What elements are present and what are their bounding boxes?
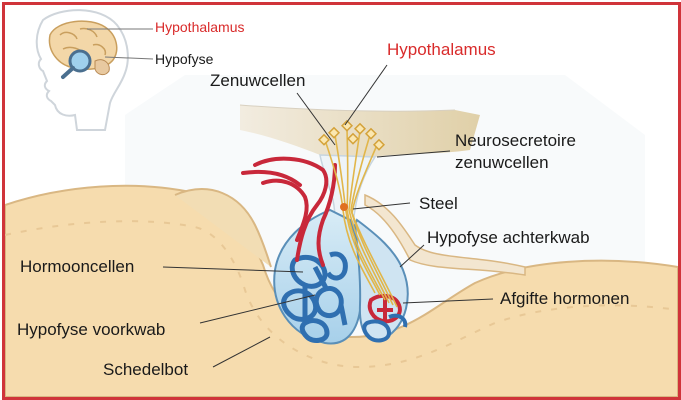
anterior-vessels xyxy=(281,251,348,343)
label-hypofyse-voorkwab: Hypofyse voorkwab xyxy=(17,320,166,339)
inset-hypofyse-label: Hypofyse xyxy=(155,51,214,67)
label-neurosecretoire-1: Neurosecretoire xyxy=(455,131,576,150)
label-afgifte-hormonen: Afgifte hormonen xyxy=(500,289,630,308)
stalk-junction xyxy=(340,203,348,211)
nerve-fibres xyxy=(324,128,398,308)
label-neurosecretoire-2: zenuwcellen xyxy=(455,153,549,172)
label-hypofyse-achterkwab: Hypofyse achterkwab xyxy=(427,228,590,247)
pituitary-illustration xyxy=(5,5,678,397)
head-inset xyxy=(35,9,154,131)
label-hypothalamus: Hypothalamus xyxy=(387,40,496,59)
label-schedelbot: Schedelbot xyxy=(103,360,189,379)
label-steel: Steel xyxy=(419,194,458,213)
portal-vessels xyxy=(241,156,337,267)
magnifier-icon xyxy=(68,49,92,73)
neuron-cells xyxy=(317,119,386,151)
brain-icon xyxy=(48,20,118,70)
label-hormooncellen: Hormooncellen xyxy=(20,257,135,276)
label-zenuwcellen: Zenuwcellen xyxy=(210,71,306,90)
leader-lines xyxy=(162,64,494,368)
inset-hypothalamus-label: Hypothalamus xyxy=(155,19,245,35)
